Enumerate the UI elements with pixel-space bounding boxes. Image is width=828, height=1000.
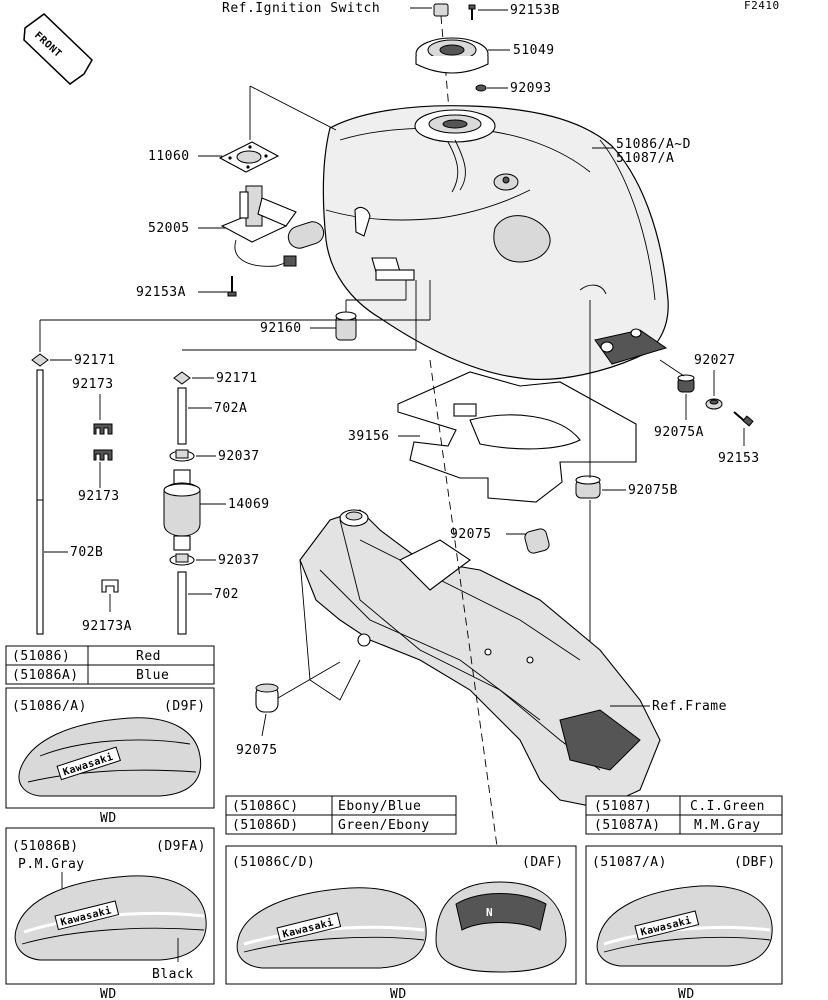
figure-code: F2410 — [744, 0, 780, 12]
part-51049-label: 51049 — [513, 43, 555, 58]
frame-assembly — [299, 509, 661, 809]
part-92075-mid-label: 92075 — [450, 527, 492, 542]
collar-92027 — [705, 398, 723, 410]
inset-c-ninja-emblem: N — [486, 906, 493, 919]
clamp-92037-bottom — [169, 553, 195, 566]
washer-92093 — [475, 84, 487, 92]
table-middle-color-0: Ebony/Blue — [338, 799, 421, 814]
part-92153-label: 92153 — [718, 451, 760, 466]
front-arrow-badge: FRONT — [23, 13, 93, 85]
part-52005-label: 52005 — [148, 221, 190, 236]
bolt-92153B — [468, 4, 476, 20]
part-92160-label: 92160 — [260, 321, 302, 336]
color-table-left: (51086) Red (51086A) Blue — [5, 645, 215, 685]
hose-702 — [177, 571, 187, 635]
part-92153B-label: 92153B — [510, 3, 560, 18]
gasket-11060 — [218, 141, 280, 173]
inset-b-color-bottom: Black — [152, 967, 194, 982]
part-92037-bottom-label: 92037 — [218, 553, 260, 568]
part-92075-low-label: 92075 — [236, 743, 278, 758]
table-middle-code-1: (51086D) — [232, 818, 299, 833]
part-92075A-label: 92075A — [654, 425, 704, 440]
part-92093-label: 92093 — [510, 81, 552, 96]
inset-d-code: (51087/A) — [592, 855, 667, 870]
bolt-92153 — [733, 411, 754, 427]
heat-shield-39156 — [397, 371, 637, 503]
part-92027-label: 92027 — [694, 353, 736, 368]
table-left-color-0: Red — [136, 649, 161, 664]
inset-a-code: (51086/A) — [12, 699, 87, 714]
ignition-switch-stub — [433, 3, 449, 17]
grommet-92075A — [677, 374, 695, 393]
clamp-92173-top — [93, 423, 113, 435]
table-right-color-1: M.M.Gray — [694, 818, 761, 833]
part-14069-label: 14069 — [228, 497, 270, 512]
clamp-92173A — [101, 579, 119, 593]
table-right-code-1: (51087A) — [594, 818, 661, 833]
inset-a-variant: (D9F) — [164, 699, 206, 714]
part-92075B-label: 92075B — [628, 483, 678, 498]
damper-92075B — [575, 475, 601, 499]
table-left-code-1: (51086A) — [12, 668, 79, 683]
inset-51086C-D: (51086C/D) (DAF) Kawasaki N WD — [225, 845, 577, 1000]
fuel-filter-14069 — [163, 469, 201, 551]
inset-b-color-top: P.M.Gray — [18, 857, 85, 872]
damper-92075-low — [255, 683, 279, 713]
part-39156-label: 39156 — [348, 429, 390, 444]
inset-b-variant: (D9FA) — [156, 839, 206, 854]
fuel-pump-52005 — [220, 185, 325, 267]
part-92171-mid-label: 92171 — [216, 371, 258, 386]
part-702-label: 702 — [214, 587, 239, 602]
part-92153A-label: 92153A — [136, 285, 186, 300]
color-table-right: (51087) C.I.Green (51087A) M.M.Gray — [585, 795, 783, 835]
clamp-92173-bottom — [93, 449, 113, 461]
part-51087-label: 51087/A — [616, 151, 674, 166]
part-92037-top-label: 92037 — [218, 449, 260, 464]
table-middle-code-0: (51086C) — [232, 799, 299, 814]
part-702A-label: 702A — [214, 401, 247, 416]
inset-b-footer: WD — [100, 987, 117, 1000]
color-table-middle: (51086C) Ebony/Blue (51086D) Green/Ebony — [225, 795, 457, 835]
inset-51087-A: (51087/A) (DBF) Kawasaki WD — [585, 845, 783, 1000]
inset-a-footer: WD — [100, 811, 117, 826]
clip-92171-mid — [173, 371, 191, 385]
part-92173A-label: 92173A — [82, 619, 132, 634]
part-92171-left-label: 92171 — [74, 353, 116, 368]
part-11060-label: 11060 — [148, 149, 190, 164]
tank-fitting — [493, 173, 519, 191]
table-right-color-0: C.I.Green — [690, 799, 765, 814]
damper-92160 — [335, 311, 357, 341]
table-left-code-0: (51086) — [12, 649, 70, 664]
ref-frame-label: Ref.Frame — [652, 699, 727, 714]
table-middle-color-1: Green/Ebony — [338, 818, 430, 833]
table-right-code-0: (51087) — [594, 799, 652, 814]
inset-d-variant: (DBF) — [734, 855, 776, 870]
fuel-tank — [322, 105, 669, 381]
cap-51049 — [415, 37, 489, 74]
part-51086-label: 51086/A~D — [616, 137, 691, 152]
bolt-92153A — [227, 276, 237, 297]
damper-92075-mid — [524, 528, 550, 554]
clamp-92037-top — [169, 449, 195, 462]
inset-d-footer: WD — [678, 987, 695, 1000]
inset-c-footer: WD — [390, 987, 407, 1000]
hose-702A — [177, 387, 187, 445]
ref-ignition-switch-label: Ref.Ignition Switch — [222, 1, 380, 16]
inset-51086B: (51086B) (D9FA) P.M.Gray Kawasaki Black … — [5, 827, 215, 1000]
inset-51086-A: (51086/A) (D9F) Kawasaki WD — [5, 687, 215, 826]
table-left-color-1: Blue — [136, 668, 169, 683]
clip-92171-left — [31, 353, 49, 367]
inset-c-variant: (DAF) — [522, 855, 564, 870]
part-92173-top-label: 92173 — [72, 377, 114, 392]
part-92173-bottom-label: 92173 — [78, 489, 120, 504]
inset-b-code: (51086B) — [12, 839, 79, 854]
part-702B-label: 702B — [70, 545, 103, 560]
hose-702B — [36, 369, 44, 635]
inset-c-code: (51086C/D) — [232, 855, 315, 870]
